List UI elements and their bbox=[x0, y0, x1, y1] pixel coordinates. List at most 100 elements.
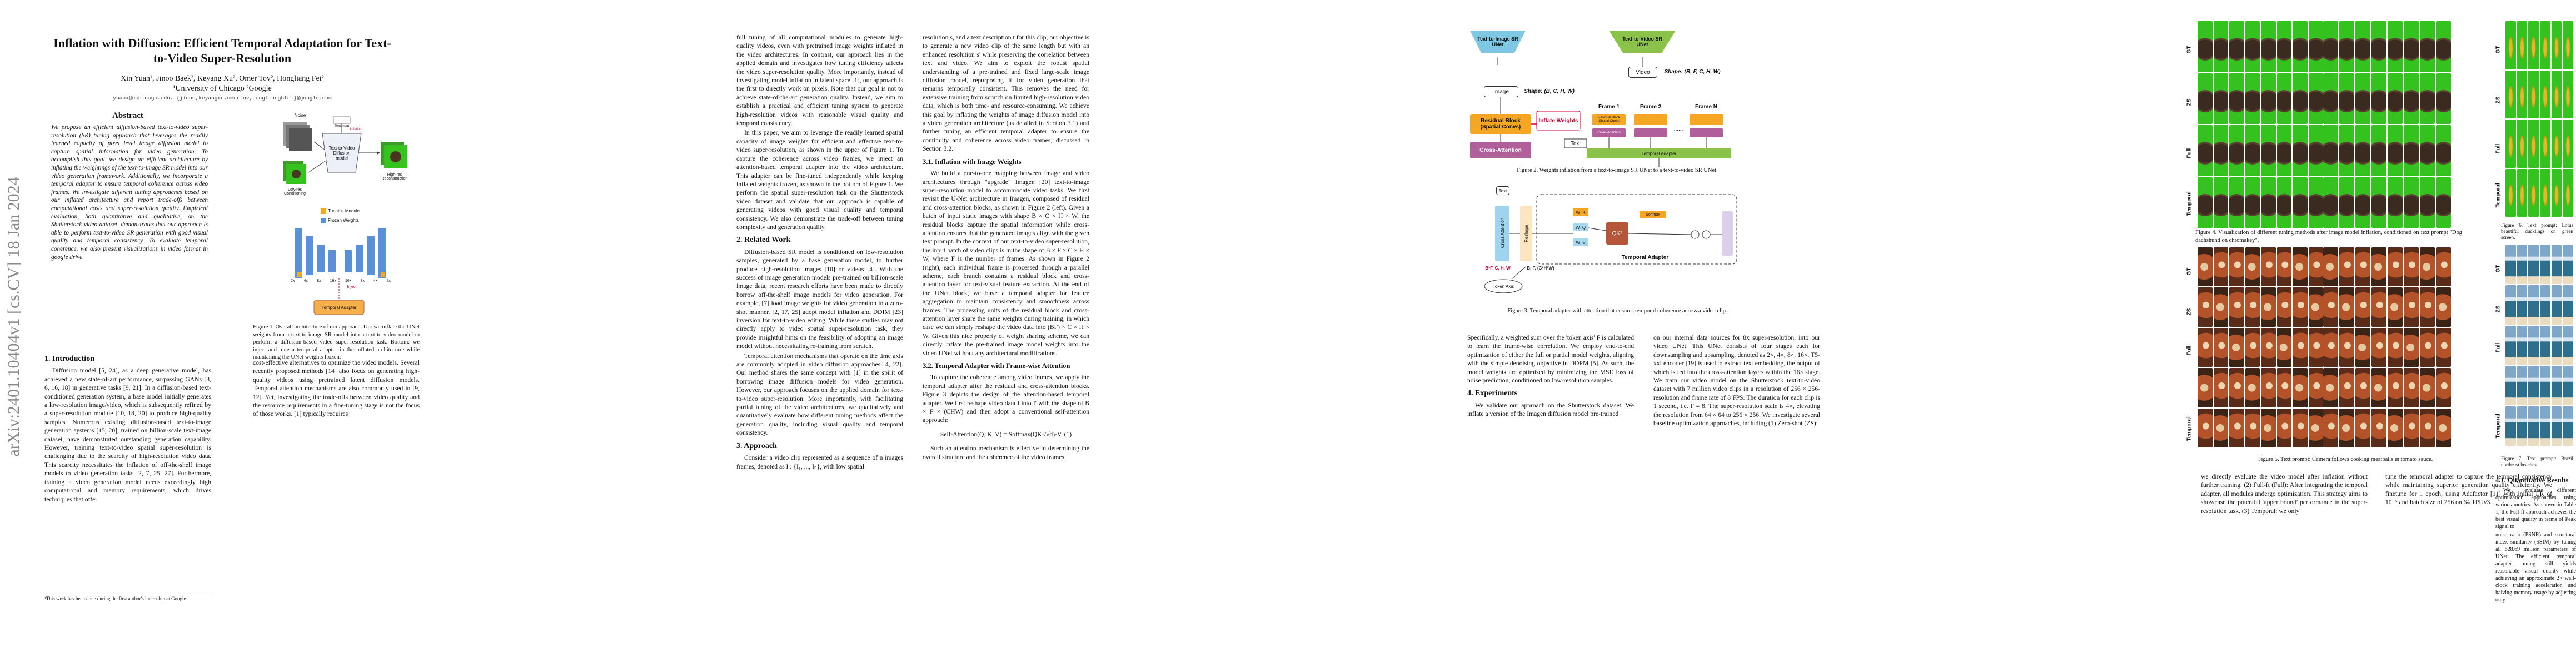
sec31-paragraph: We build a one-to-one mapping between im… bbox=[923, 170, 1089, 357]
fig6-row-label: ZS bbox=[2495, 96, 2502, 104]
video-frame-thumbnail bbox=[2213, 125, 2228, 176]
fig5-row-label: Full bbox=[2186, 345, 2193, 356]
intro-heading: 1. Introduction bbox=[44, 355, 94, 363]
page4-col2-paragraph: tune the temporal adapter to capture the… bbox=[2385, 473, 2552, 506]
page3-col1: Specifically, a weighted sum over the 't… bbox=[1467, 334, 1634, 420]
page-3: Text-to-Image SR UNet Text-to-Video SR U… bbox=[1289, 0, 1934, 667]
video-frame-thumbnail bbox=[2404, 287, 2419, 327]
page3-col1-paragraph: Specifically, a weighted sum over the 't… bbox=[1467, 334, 1634, 385]
video-frame-thumbnail bbox=[2404, 125, 2419, 176]
figure-5-right bbox=[2323, 247, 2462, 453]
figure-6-grid bbox=[2505, 21, 2573, 217]
video-frame-thumbnail bbox=[2505, 70, 2516, 118]
fig3-crossattn-label: Cross Attention bbox=[1499, 217, 1505, 248]
figure-3: Text Cross Attention Reshape W_K W_Q W_V… bbox=[1473, 183, 1745, 300]
video-frame-thumbnail bbox=[2420, 21, 2435, 72]
intro-paragraph: Diffusion model [5, 24], as a deep gener… bbox=[44, 367, 211, 503]
video-frame-thumbnail bbox=[2436, 21, 2451, 72]
fig2-shape-vid-label: Shape: (B, F, C, H, W) bbox=[1664, 68, 1721, 75]
video-frame-thumbnail bbox=[2261, 408, 2276, 447]
video-frame-thumbnail bbox=[2213, 247, 2228, 287]
fig4-row-label: GT bbox=[2186, 46, 2193, 54]
figure-3-caption: Figure 3. Temporal adapter with attentio… bbox=[1507, 308, 1727, 314]
figure-4-grid bbox=[2198, 21, 2323, 228]
highres-stack bbox=[381, 142, 407, 168]
adapter-box bbox=[313, 300, 365, 315]
video-frame-thumbnail bbox=[2436, 408, 2451, 447]
fig1-lowres-label: Low-res Conditioning bbox=[284, 188, 306, 196]
figure-6: GT ZS Full Temporal bbox=[2495, 21, 2573, 221]
video-frame-thumbnail bbox=[2293, 125, 2308, 176]
fig1-adapter-label: Temporal Adapter bbox=[321, 305, 357, 310]
quant-heading: 4.1. Quantitative Results bbox=[2495, 476, 2569, 484]
video-frame-thumbnail bbox=[2517, 406, 2528, 446]
video-frame-thumbnail bbox=[2245, 125, 2260, 176]
video-frame-thumbnail bbox=[2436, 247, 2451, 287]
related-paragraph: Temporal attention mechanisms that opera… bbox=[736, 352, 903, 437]
video-frame-thumbnail bbox=[2229, 21, 2244, 72]
arxiv-stamp: arXiv:2401.10404v1 [cs.CV] 18 Jan 2024 bbox=[0, 67, 28, 567]
page2-paragraph: In this paper, we aim to leverage the re… bbox=[736, 129, 903, 231]
video-frame-thumbnail bbox=[2436, 327, 2451, 367]
video-frame-thumbnail bbox=[2505, 245, 2516, 284]
video-frame-thumbnail bbox=[2293, 177, 2308, 228]
figure-5-grid-right bbox=[2323, 247, 2451, 447]
video-frame-thumbnail bbox=[2563, 168, 2573, 217]
video-frame-thumbnail bbox=[2308, 368, 2323, 407]
fig2-sr-unet-label: Text-to-Image SR UNet bbox=[1477, 36, 1518, 47]
fig3-reshape-label: Reshape bbox=[1523, 224, 1529, 243]
video-frame-thumbnail bbox=[2198, 73, 2213, 124]
video-frame-thumbnail bbox=[2323, 177, 2338, 228]
fig5-row-label: Temporal bbox=[2186, 416, 2193, 441]
video-frame-thumbnail bbox=[2551, 366, 2562, 406]
video-frame-thumbnail bbox=[2517, 120, 2528, 168]
video-frame-thumbnail bbox=[2563, 120, 2573, 168]
video-frame-thumbnail bbox=[2323, 327, 2338, 367]
video-frame-thumbnail bbox=[2355, 408, 2370, 447]
fig3-wv-label: W_V bbox=[1576, 240, 1586, 245]
video-frame-thumbnail bbox=[2355, 125, 2370, 176]
scale-label: 8x bbox=[360, 279, 365, 283]
video-frame-thumbnail bbox=[2505, 21, 2516, 69]
video-frame-thumbnail bbox=[2308, 21, 2323, 72]
video-frame-thumbnail bbox=[2539, 21, 2550, 69]
video-frame-thumbnail bbox=[2339, 247, 2354, 287]
video-frame-thumbnail bbox=[2420, 247, 2435, 287]
video-frame-thumbnail bbox=[2245, 368, 2260, 407]
video-frame-thumbnail bbox=[2388, 247, 2403, 287]
video-frame-thumbnail bbox=[2245, 408, 2260, 447]
video-frame-thumbnail bbox=[2293, 368, 2308, 407]
fig1-inflation-label: Inflation bbox=[350, 128, 362, 131]
video-frame-thumbnail bbox=[2323, 287, 2338, 327]
video-frame-thumbnail bbox=[2539, 406, 2550, 446]
fig2-framen-label: Frame N bbox=[1695, 103, 1717, 110]
video-frame-thumbnail bbox=[2339, 125, 2354, 176]
author-emails: yuanx@uchicago.edu, {jinoo,keyangxu,omer… bbox=[113, 95, 332, 101]
video-frame-thumbnail bbox=[2323, 247, 2338, 287]
video-frame-thumbnail bbox=[2388, 73, 2403, 124]
page4-col3: 4.1. Quantitative Results We evaluate di… bbox=[2495, 472, 2576, 605]
video-frame-thumbnail bbox=[2420, 368, 2435, 407]
video-frame-thumbnail bbox=[2276, 247, 2291, 287]
video-frame-thumbnail bbox=[2371, 73, 2386, 124]
video-frame-thumbnail bbox=[2528, 245, 2539, 284]
video-frame-thumbnail bbox=[2388, 21, 2403, 72]
video-frame-thumbnail bbox=[2551, 285, 2562, 325]
video-frame-thumbnail bbox=[2293, 21, 2308, 72]
video-frame-thumbnail bbox=[2213, 327, 2228, 367]
video-frame-thumbnail bbox=[2528, 285, 2539, 325]
page2-paragraph: full tuning of all computational modules… bbox=[736, 34, 903, 127]
fig6-row-label: GT bbox=[2495, 46, 2502, 54]
fig1-text-input-label: Text Input bbox=[334, 125, 349, 128]
fig3-shape2-label: B, F, (C*H*W) bbox=[1527, 265, 1554, 271]
fig4-row-label: Temporal bbox=[2186, 191, 2193, 216]
video-frame-thumbnail bbox=[2551, 245, 2562, 284]
video-frame-thumbnail bbox=[2339, 368, 2354, 407]
video-frame-thumbnail bbox=[2261, 368, 2276, 407]
video-frame-thumbnail bbox=[2420, 125, 2435, 176]
video-frame-thumbnail bbox=[2563, 21, 2573, 69]
video-frame-thumbnail bbox=[2198, 408, 2213, 447]
video-frame-thumbnail bbox=[2505, 325, 2516, 365]
video-frame-thumbnail bbox=[2308, 327, 2323, 367]
video-frame-thumbnail bbox=[2339, 408, 2354, 447]
